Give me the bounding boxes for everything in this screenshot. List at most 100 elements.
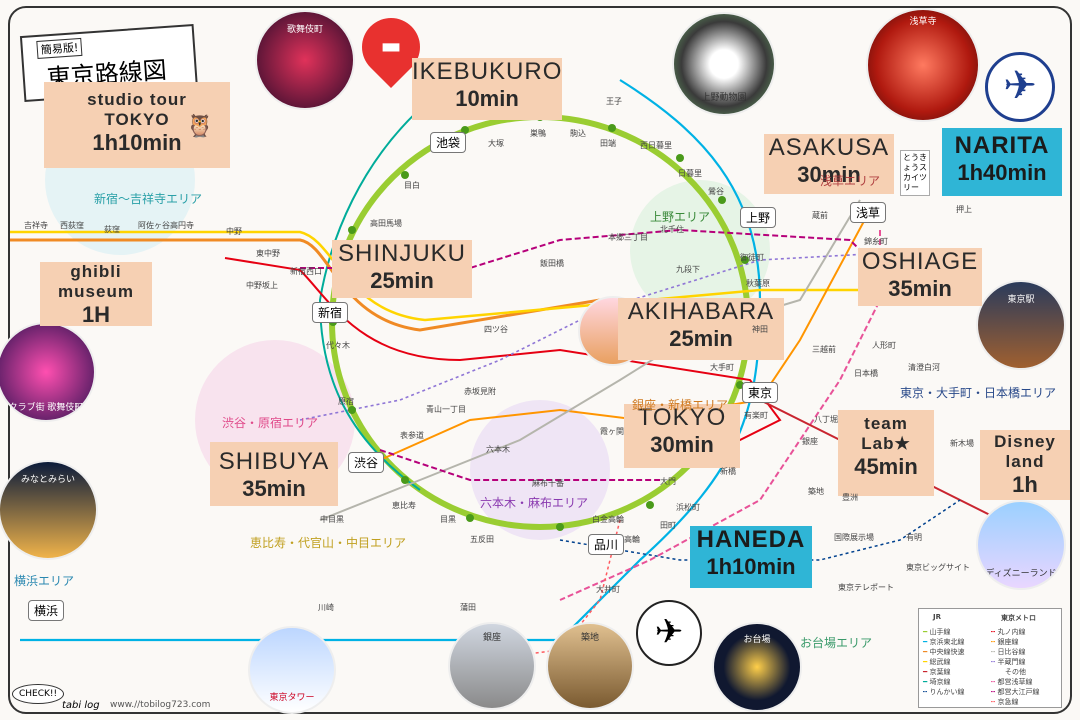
station-ebisu: 恵比寿 xyxy=(392,501,416,510)
station-azabujuban: 麻布十番 xyxy=(532,479,564,488)
station-kokusaitenjijo: 国際展示場 xyxy=(834,533,874,542)
photo-tokyo-tower: 東京タワー xyxy=(248,626,336,714)
station-nishiogikubo: 西荻窪 xyxy=(60,221,84,230)
station-nippori: 日暮里 xyxy=(678,169,702,178)
owl-icon: 🦉 xyxy=(186,114,214,139)
area-wash-roppongi xyxy=(470,400,610,540)
area-ueno: 上野エリア xyxy=(650,210,711,224)
photo-tokyo-station: 東京駅 xyxy=(976,280,1066,370)
photo-tsukiji: 築地 xyxy=(546,622,634,710)
area-ginza: 銀座・新橋エリア xyxy=(632,398,729,412)
photo-kabukicho: 歌舞伎町 xyxy=(255,10,355,110)
station-kudanshita: 九段下 xyxy=(676,265,700,274)
station-asagaya: 阿佐ヶ谷 xyxy=(138,221,170,230)
station-nihonbashi: 日本橋 xyxy=(854,369,878,378)
station-ginza: 銀座 xyxy=(802,437,818,446)
station-oimachi: 大井町 xyxy=(596,585,620,594)
station-honjo: 本郷三丁目 xyxy=(608,233,648,242)
station-gotanda: 五反田 xyxy=(470,535,494,544)
station-hamamatsucho: 浜松町 xyxy=(676,503,700,512)
station-koenji: 高円寺 xyxy=(170,221,194,230)
photo-disney: ディズニーランド xyxy=(976,500,1066,590)
photo-minatomirai: みなとみらい xyxy=(0,460,98,560)
station-kawasaki: 川崎 xyxy=(318,603,334,612)
station-yurakucho: 有楽町 xyxy=(744,411,768,420)
station-otemachi: 大手町 xyxy=(710,363,734,372)
station-tokyobigsight: 東京ビッグサイト xyxy=(906,563,970,572)
station-kasumigaseki: 霞ヶ関 xyxy=(600,427,624,436)
hanzomon-line xyxy=(299,249,941,421)
station-ningyocho: 人形町 xyxy=(872,341,896,350)
station-okachimachi: 御徒町 xyxy=(740,253,764,262)
station-uguisudani: 鶯谷 xyxy=(708,187,724,196)
area-roppongi: 六本木・麻布エリア xyxy=(480,496,589,510)
station-kamata: 蒲田 xyxy=(460,603,476,612)
station-oji: 王子 xyxy=(606,97,622,106)
area-asakusa: 浅草エリア xyxy=(820,174,881,188)
station-takadanobaba: 高田馬場 xyxy=(370,219,402,228)
station-kinshicho: 錦糸町 xyxy=(864,237,888,246)
photo-ginza: 銀座 xyxy=(448,622,536,710)
station-meguro: 目黒 xyxy=(440,515,456,524)
area-wash-ueno xyxy=(630,180,770,320)
check-badge: CHECK!! xyxy=(12,684,65,704)
line-legend: JR 東京メトロ ━ 山手線 ━ 京浜東北線 ━ 中央線快速 ━ 総武線 ━ 京… xyxy=(918,608,1062,708)
station-nishinippori: 西日暮里 xyxy=(640,141,672,150)
station-shinbashi: 新橋 xyxy=(720,467,736,476)
station-ueno: 上野 xyxy=(740,207,777,228)
station-takanawagateway: 高輪 xyxy=(624,535,640,544)
station-shinkiba: 新木場 xyxy=(950,439,974,448)
station-akihabara: 秋葉原 xyxy=(746,279,770,288)
station-nakano: 中野 xyxy=(226,227,242,236)
station-toyosu: 豊洲 xyxy=(842,493,858,502)
station-kanda: 神田 xyxy=(752,325,768,334)
marunouchi-line xyxy=(224,257,782,461)
station-oshiage: 押上 xyxy=(956,205,972,214)
brand-label: tabi log xyxy=(62,700,100,711)
area-marunouchi: 東京・大手町・日本橋エリア xyxy=(900,386,1057,400)
legend-jr-title: JR xyxy=(933,613,941,621)
area-odaiba: お台場エリア xyxy=(800,636,873,650)
station-tamachi: 田町 xyxy=(660,521,676,530)
photo-ueno-zoo: 上野動物園 xyxy=(672,12,776,116)
station-akasakamitsuke: 赤坂見附 xyxy=(464,387,496,396)
station-tsukiji: 築地 xyxy=(808,487,824,496)
station-sugamo: 巣鴨 xyxy=(530,129,546,138)
skytree-label: とうきょうスカイツリー xyxy=(900,150,930,196)
station-shinjuku: 新宿 xyxy=(312,302,349,323)
station-yoyogi: 代々木 xyxy=(326,341,350,350)
station-nakameguro: 中目黒 xyxy=(320,515,344,524)
rinkai-line xyxy=(559,499,961,561)
area-shibuya: 渋谷・原宿エリア xyxy=(222,416,319,430)
area-yokohama: 横浜エリア xyxy=(14,574,75,588)
station-yotsuya: 四ツ谷 xyxy=(484,325,508,334)
site-url[interactable]: www.//tobilog723.com xyxy=(110,700,211,710)
station-iidabashi: 飯田橋 xyxy=(540,259,564,268)
legend-metro-title: 東京メトロ xyxy=(1001,614,1036,622)
station-tabata: 田端 xyxy=(600,139,616,148)
station-tokyoteleport: 東京テレポート xyxy=(838,583,894,592)
station-aoyama: 青山一丁目 xyxy=(426,405,466,414)
station-roppongi: 六本木 xyxy=(486,445,510,454)
station-kuramae: 蔵前 xyxy=(812,211,828,220)
station-shirokane: 白金高輪 xyxy=(592,515,624,524)
station-asakusa: 浅草 xyxy=(850,202,887,223)
station-shibuya: 渋谷 xyxy=(348,452,385,473)
hibiya-line xyxy=(319,199,861,521)
saikyo-line xyxy=(318,99,431,491)
station-mitsukoshimae: 三越前 xyxy=(812,345,836,354)
